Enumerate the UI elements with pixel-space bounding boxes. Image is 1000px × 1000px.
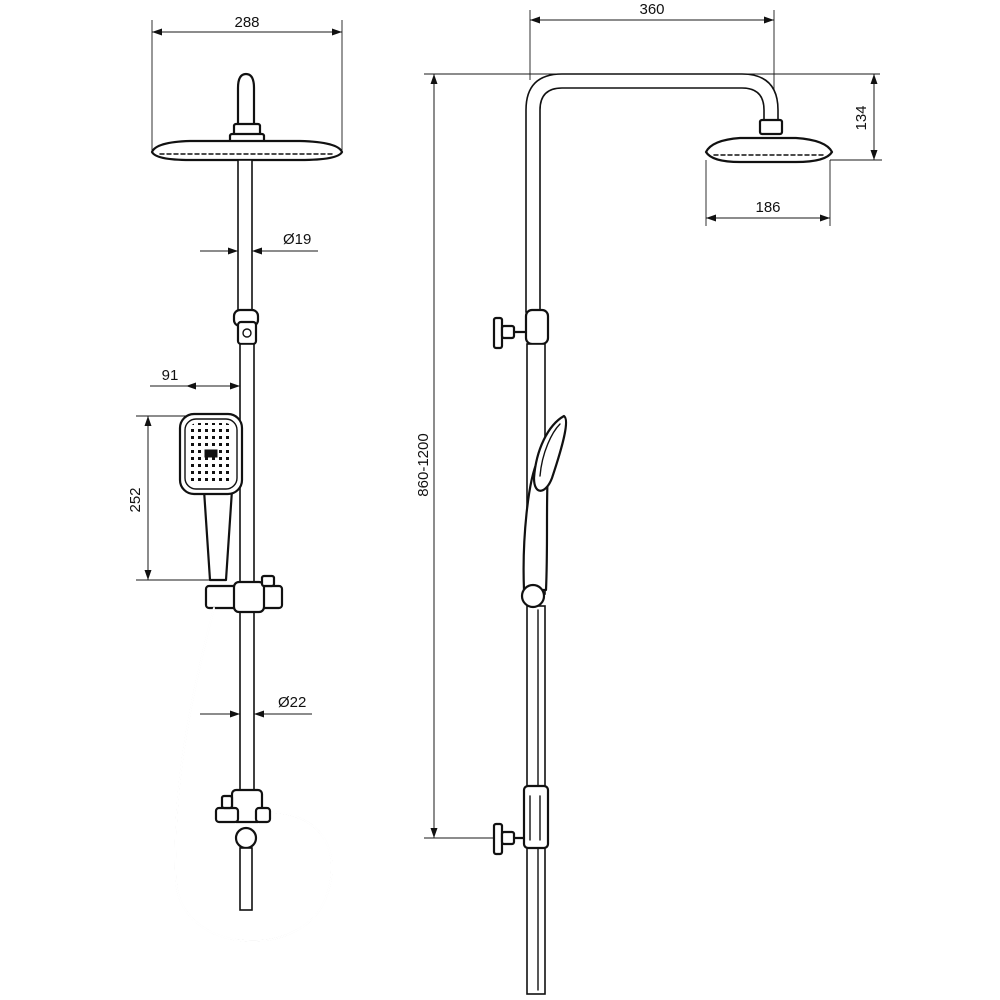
height-adjust-clamp	[232, 308, 260, 346]
dim-arm-reach-label: 360	[639, 1, 664, 18]
lower-riser-pipe	[239, 343, 255, 803]
side-lower-wall-bracket	[492, 784, 550, 856]
diverter-valve	[214, 788, 272, 911]
side-overhead-shower-head	[704, 118, 834, 164]
dim-head-height: 134	[830, 74, 882, 161]
dim-head-height-label: 134	[853, 105, 870, 130]
dim-height-range-label: 860-1200	[415, 433, 432, 496]
dim-pipe-upper-diameter: Ø19	[200, 231, 318, 255]
dim-pipe-upper-diameter-label: Ø19	[283, 231, 311, 248]
dim-handshower-length-label: 252	[127, 487, 144, 512]
dim-head-width-label: 288	[234, 14, 259, 31]
side-view: 360 860-1200 134 186	[415, 1, 882, 995]
dim-handshower-offset: 91	[150, 367, 240, 390]
side-upper-wall-bracket	[492, 308, 550, 350]
hand-shower	[178, 412, 244, 582]
shower-hose	[174, 607, 333, 943]
dim-pipe-lower-diameter: Ø22	[200, 694, 312, 718]
dim-head-depth-label: 186	[755, 199, 780, 216]
upper-riser-pipe	[237, 159, 253, 311]
side-handshower-holder	[520, 583, 546, 609]
front-view: 288 Ø19	[127, 14, 344, 943]
dim-arm-reach: 360	[529, 1, 775, 110]
dim-head-width: 288	[151, 14, 343, 150]
dim-head-depth: 186	[705, 160, 831, 226]
shower-arm	[525, 73, 779, 313]
handshower-holder	[204, 574, 284, 614]
dim-height-range: 860-1200	[415, 73, 880, 839]
dim-pipe-lower-diameter-label: Ø22	[278, 694, 306, 711]
side-hand-shower	[522, 414, 568, 592]
dim-handshower-offset-label: 91	[162, 367, 179, 384]
overhead-shower-head	[150, 72, 344, 162]
dim-handshower-length: 252	[127, 415, 210, 581]
